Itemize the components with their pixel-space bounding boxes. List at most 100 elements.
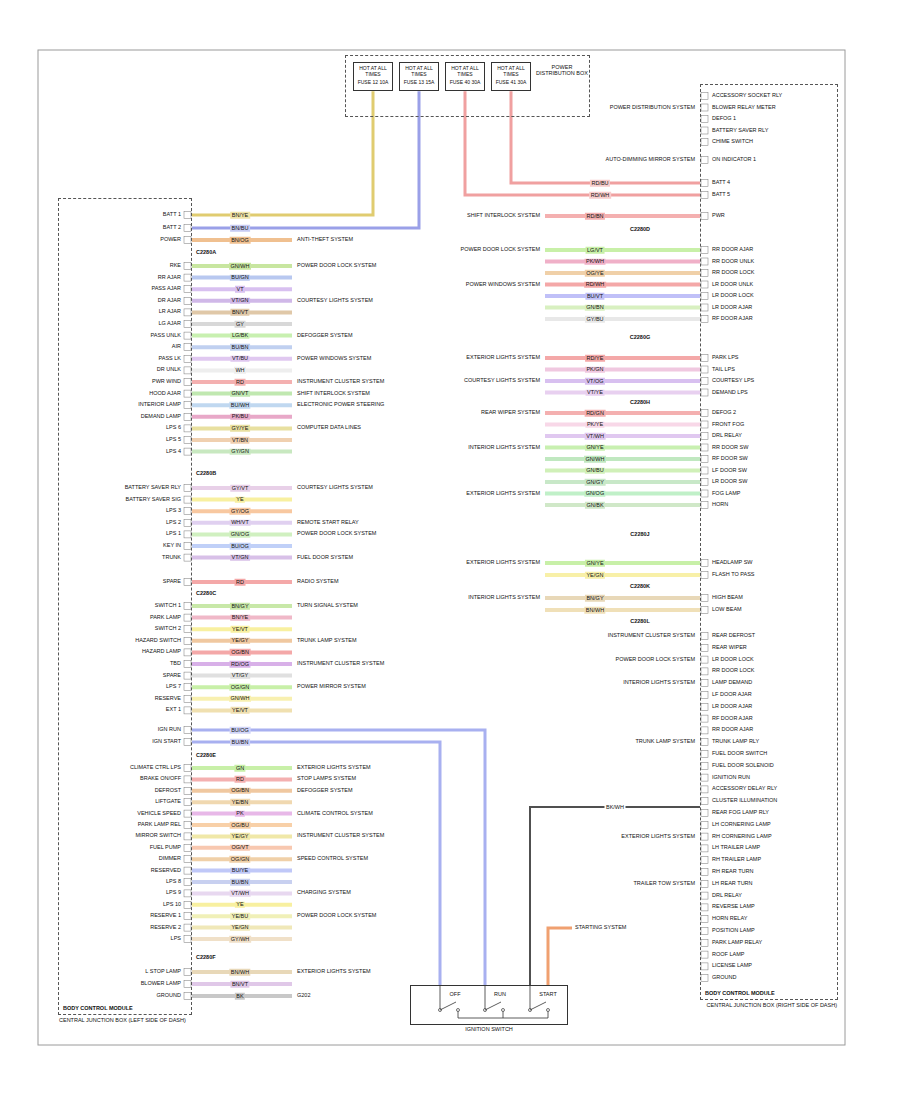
fuse-feed: HOT AT ALL TIMES — [494, 66, 528, 78]
pin-name: RH TRAILER LAMP — [712, 857, 761, 863]
wire-color-code: OG/BN — [230, 788, 251, 795]
wire-color-code: VT/BU — [230, 356, 249, 363]
pin-name: ACCESSORY SOCKET RLY — [712, 93, 782, 99]
wire-color-code: VT — [235, 286, 245, 293]
wire — [192, 616, 292, 620]
wire — [192, 276, 292, 280]
connector-pin — [701, 963, 708, 970]
pin-name: LR DOOR LOCK — [712, 657, 754, 663]
pin-name: TAIL LPS — [712, 367, 735, 373]
control-module: BODY CONTROL MODULECENTRAL JUNCTION BOX … — [700, 84, 838, 1000]
wire-color-code: VT/GN — [230, 298, 250, 305]
wire-color-code: BU/BN — [230, 879, 250, 886]
circuit-destination: SPEED CONTROL SYSTEM — [297, 856, 368, 862]
circuit-destination: SHIFT INTERLOCK SYSTEM — [467, 213, 540, 219]
pin-name: LPS 5 — [166, 437, 181, 443]
pin-name: SWITCH 1 — [155, 603, 181, 609]
connector-pin — [184, 626, 191, 633]
wire — [192, 627, 292, 631]
connector-pin — [184, 727, 191, 734]
connector-pin — [184, 695, 191, 702]
wire — [192, 777, 292, 781]
wire — [192, 368, 292, 372]
switch-blade — [530, 1002, 546, 1010]
wire — [192, 662, 292, 666]
pin-name: BATTERY SAVER SIG — [125, 497, 181, 503]
control-module: BODY CONTROL MODULECENTRAL JUNCTION BOX … — [58, 198, 192, 1015]
pin-name: ROOF LAMP — [712, 952, 744, 958]
wire — [545, 294, 700, 298]
wire — [192, 521, 292, 525]
connector-pin — [701, 560, 708, 567]
connector-pin — [701, 798, 708, 805]
wire-color-code: VT/WH — [230, 890, 251, 897]
wire — [192, 264, 292, 268]
pin-name: DRL RELAY — [712, 893, 742, 899]
wire-color-code: OG/BU — [230, 822, 251, 829]
pin-name: KEY IN — [163, 543, 181, 549]
connector-pin — [701, 281, 708, 288]
wire — [545, 283, 700, 287]
connector-id: C2280C — [196, 591, 216, 597]
pin-name: EXT 1 — [166, 708, 181, 714]
pin-name: FOG LAMP — [712, 491, 740, 497]
pin-name: LAMP DEMAND — [712, 680, 752, 686]
pin-name: AIR — [172, 344, 181, 350]
switch-contact — [457, 1009, 460, 1012]
wire — [192, 310, 292, 314]
pin-name: LIFTGATE — [155, 799, 181, 805]
circuit-destination: POWER DOOR LOCK SYSTEM — [297, 263, 376, 269]
wire-color-code: YE/GN — [230, 924, 250, 931]
wire — [192, 800, 292, 804]
wire — [192, 937, 292, 941]
wire-color-code: GY/WH — [229, 936, 251, 943]
pin-name: DEFOG 1 — [712, 116, 736, 122]
connector-pin — [701, 869, 708, 876]
pin-name: LPS 10 — [163, 902, 181, 908]
connector-pin — [701, 213, 708, 220]
pin-name: PASS AJAR — [151, 286, 181, 292]
wire — [192, 532, 292, 536]
pin-name: CHIME SWITCH — [712, 139, 753, 145]
connector-id: C2280L — [630, 619, 650, 625]
wire-color-code: RD/BN — [585, 213, 605, 220]
pin-name: REVERSE LAMP — [712, 905, 755, 911]
wire-color-code: OG/GN — [229, 856, 250, 863]
wire-connector — [192, 742, 440, 985]
wire — [192, 357, 292, 361]
connector-pin — [701, 258, 708, 265]
connector-pin — [701, 389, 708, 396]
pin-name: COURTESY LPS — [712, 378, 754, 384]
pin-name: RR DOOR LOCK — [712, 669, 754, 675]
wire — [192, 766, 292, 770]
connector-pin — [701, 668, 708, 675]
switch-lead — [440, 986, 441, 1010]
wire-color-code: VT/OG — [585, 378, 605, 385]
wire — [545, 423, 700, 427]
pin-name: PARK LAMP REL — [138, 822, 181, 828]
connector-pin — [701, 116, 708, 123]
connector-pin — [701, 762, 708, 769]
connector-pin — [184, 672, 191, 679]
wire-color-code: BN/GY — [230, 603, 250, 610]
pin-name: LPS 8 — [166, 879, 181, 885]
wire-color-code: BU/BN — [230, 344, 250, 351]
fuse-rating: FUSE 41 30A — [494, 80, 528, 86]
connector-pin — [184, 274, 191, 281]
connector-pin — [184, 936, 191, 943]
wire — [545, 248, 700, 252]
circuit-destination: EXTERIOR LIGHTS SYSTEM — [466, 355, 540, 361]
wire — [192, 426, 292, 430]
pin-name: FLASH TO PASS — [712, 572, 755, 578]
wire — [545, 573, 700, 577]
connector-pin — [184, 867, 191, 874]
pin-name: L STOP LAMP — [145, 969, 181, 975]
pin-name: BATT 1 — [163, 212, 181, 218]
pin-name: RR DOOR AJAR — [712, 728, 753, 734]
wire-color-code: GN — [234, 765, 245, 772]
wire-color-code: BN/VT — [230, 981, 249, 988]
wire — [192, 880, 292, 884]
connector-pin — [184, 901, 191, 908]
wire — [545, 480, 700, 484]
